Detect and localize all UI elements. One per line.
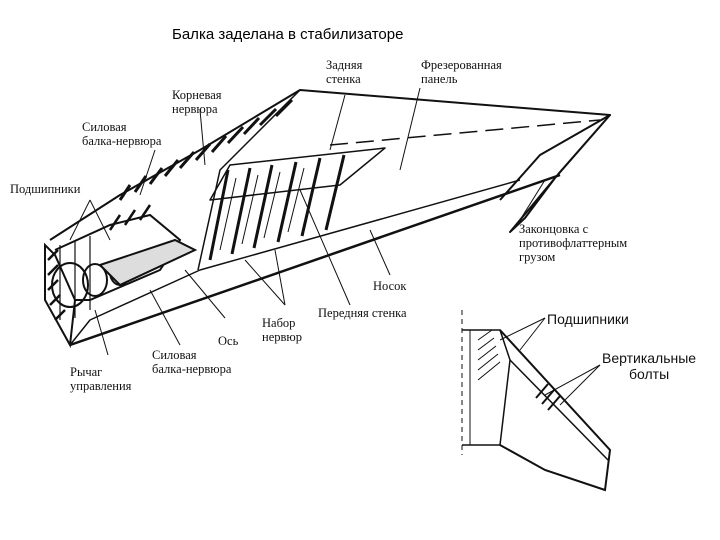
label-nose: Носок <box>373 279 407 293</box>
rib-set <box>208 154 346 261</box>
rear-wall <box>209 147 386 201</box>
slide-title: Балка заделана в стабилизаторе <box>172 26 404 43</box>
leading-edge-nose <box>69 173 561 347</box>
inset-label-bearings: Подшипники <box>547 311 629 327</box>
leader-lines <box>69 87 546 356</box>
root-rib-hatching <box>118 98 294 201</box>
lower-skin-edge <box>69 179 521 346</box>
label-front-wall: Передняя стенка <box>318 306 407 320</box>
root-hatching <box>47 204 152 321</box>
label-bearings: Подшипники <box>10 182 81 196</box>
tip-fairing <box>509 114 611 233</box>
root-block <box>44 213 198 349</box>
trailing-edge <box>197 89 301 271</box>
label-axis: Ось <box>218 334 239 348</box>
milled-panel-line <box>329 119 601 146</box>
inset-detail <box>461 310 612 492</box>
